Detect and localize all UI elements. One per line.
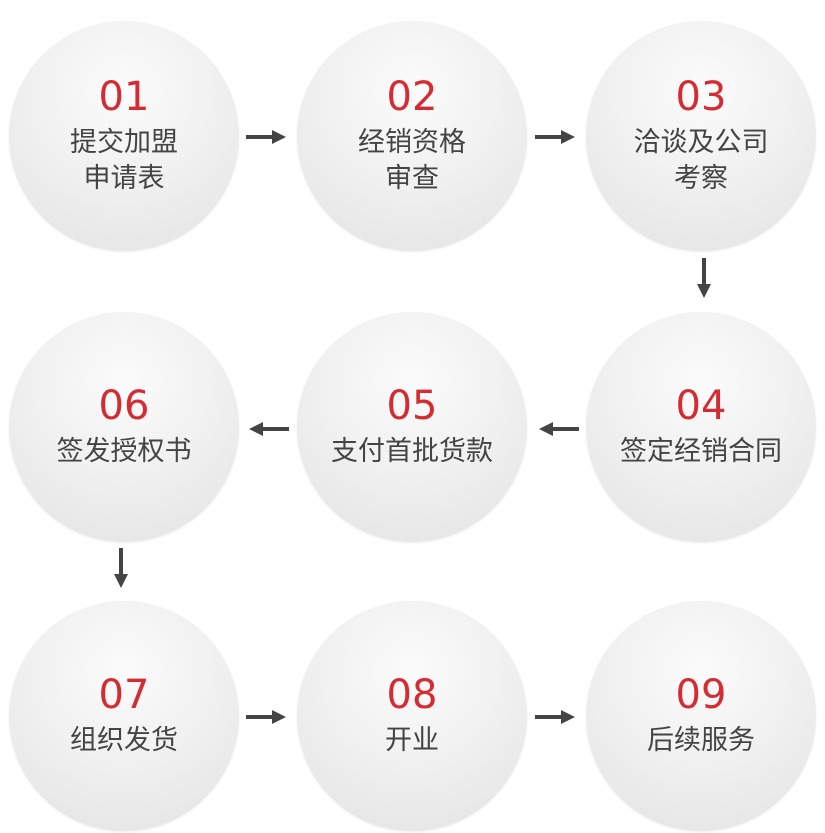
step-number: 09 xyxy=(675,672,727,718)
step-number: 03 xyxy=(675,74,727,120)
arrow-right-icon xyxy=(535,710,575,724)
arrow-right-icon xyxy=(535,130,575,144)
step-01: 01 提交加盟 申请表 xyxy=(9,21,239,251)
step-07: 07 组织发货 xyxy=(9,601,239,831)
step-number: 01 xyxy=(98,74,150,120)
step-number: 06 xyxy=(98,383,150,429)
step-02: 02 经销资格 审查 xyxy=(297,21,527,251)
step-number: 02 xyxy=(386,74,438,120)
arrow-down-icon xyxy=(697,258,711,298)
step-05: 05 支付首批货款 xyxy=(297,312,527,542)
step-number: 07 xyxy=(98,672,150,718)
arrow-right-icon xyxy=(246,130,286,144)
step-label: 签发授权书 xyxy=(56,436,192,467)
step-09: 09 后续服务 xyxy=(586,601,816,831)
step-label: 经销资格 审查 xyxy=(358,127,466,194)
step-label: 签定经销合同 xyxy=(620,436,782,467)
arrow-left-icon xyxy=(539,422,579,436)
step-08: 08 开业 xyxy=(297,601,527,831)
step-04: 04 签定经销合同 xyxy=(586,312,816,542)
arrow-right-icon xyxy=(246,710,286,724)
step-label: 组织发货 xyxy=(70,725,178,756)
step-label: 提交加盟 申请表 xyxy=(70,127,178,194)
arrow-down-icon xyxy=(114,548,128,588)
step-label: 支付首批货款 xyxy=(331,436,493,467)
step-label: 开业 xyxy=(385,725,439,756)
step-number: 08 xyxy=(386,672,438,718)
step-label: 洽谈及公司 考察 xyxy=(633,127,769,194)
step-03: 03 洽谈及公司 考察 xyxy=(586,21,816,251)
step-number: 05 xyxy=(386,383,438,429)
step-number: 04 xyxy=(675,383,727,429)
step-06: 06 签发授权书 xyxy=(9,312,239,542)
step-label: 后续服务 xyxy=(647,725,755,756)
arrow-left-icon xyxy=(249,422,289,436)
